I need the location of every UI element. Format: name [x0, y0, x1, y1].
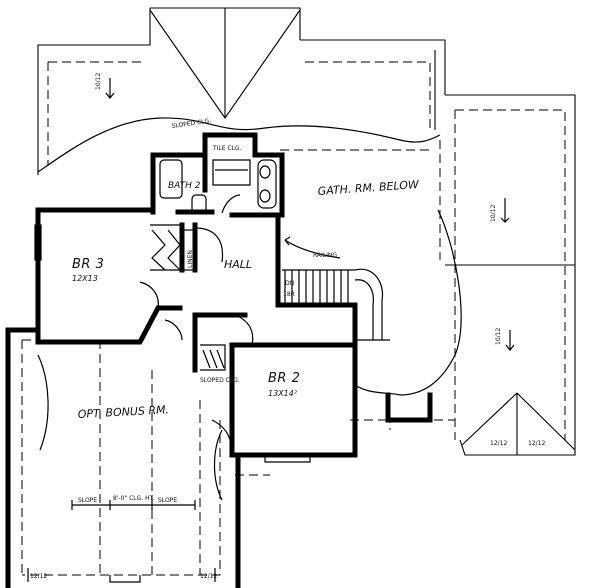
- bonus-room-label: OPT. BONUS RM.: [77, 403, 169, 421]
- tile-clg-label: TILE CLG.: [212, 145, 242, 152]
- sloped-clg-mid-label: SLOPED CLG.: [200, 377, 240, 384]
- labels: SLOPED CLG. TILE CLG. BATH 2 GATH. RM. B…: [30, 73, 545, 580]
- br3-size: 12X13: [72, 274, 98, 283]
- slope-right-label: SLOPE: [158, 497, 177, 504]
- roof-lines: [37, 7, 576, 456]
- dn-steps: 18R: [283, 291, 295, 298]
- stairs: [282, 268, 390, 341]
- gath-rm-label: GATH. RM. BELOW: [317, 178, 420, 198]
- pitch-bonus-left-label: 12/12: [30, 573, 47, 580]
- pitch-right-top-label: 10/12: [490, 205, 497, 222]
- walls: [5, 132, 433, 588]
- br2-label: BR 2: [268, 371, 300, 386]
- interior-details: [27, 78, 515, 583]
- hall-label: HALL: [224, 258, 252, 271]
- br3-label: BR 3: [72, 257, 104, 272]
- dn-label: DN: [285, 280, 294, 287]
- pitch-gable-left-label: 12/12: [490, 440, 507, 447]
- slope-left-label: SLOPE: [78, 497, 97, 504]
- pitch-gable-right-label: 12/12: [528, 440, 545, 447]
- pitch-right-mid-label: 10/12: [495, 328, 502, 345]
- bathtub-icon: [159, 159, 183, 199]
- toilet-icon: [191, 194, 207, 214]
- railing-label: RAILING: [313, 252, 337, 259]
- pitch-top-label: 10/12: [95, 73, 102, 90]
- clg-height-label: 8'-0" CLG. HT.: [113, 495, 155, 502]
- railing-arrow-icon: [284, 239, 341, 259]
- sloped-clg-top-label: SLOPED CLG.: [171, 118, 211, 130]
- bath2-label: BATH 2: [168, 181, 201, 191]
- vanity-icon: [257, 159, 277, 209]
- linen-label: LINEN: [187, 250, 194, 268]
- dashed-lines: [21, 61, 566, 576]
- pitch-bonus-right-label: 12/12: [200, 573, 217, 580]
- br2-size: 13X14²: [268, 389, 298, 398]
